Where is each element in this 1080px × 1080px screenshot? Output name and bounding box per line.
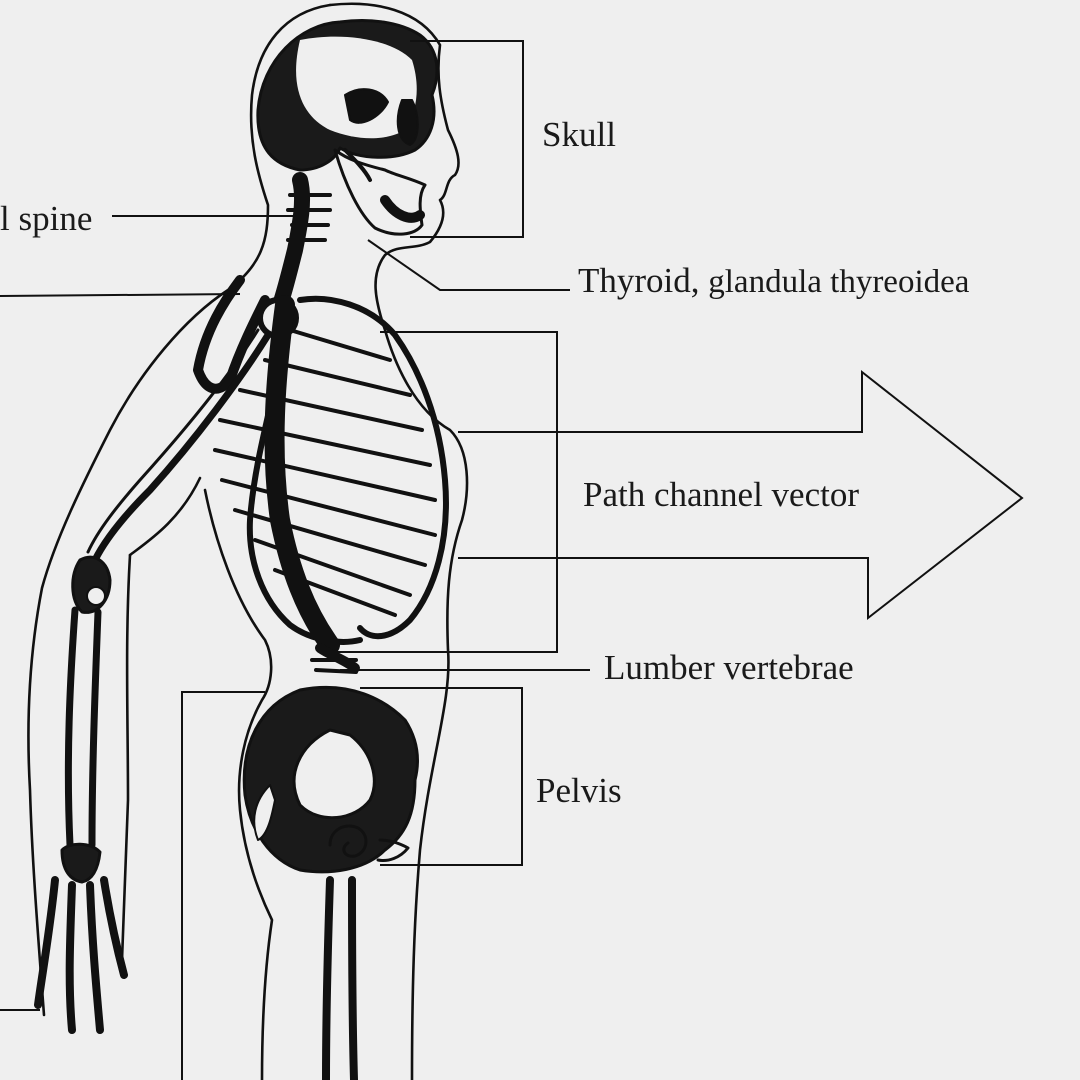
pelvis-label: Pelvis <box>536 771 622 810</box>
pelvis-bracket <box>360 687 523 866</box>
ribcage-bracket <box>330 331 558 653</box>
leader-lines <box>0 40 590 1080</box>
thyroid-label: Thyroid, glandula thyreoidea <box>578 263 969 299</box>
lumbar-label: Lumber vertebrae <box>604 648 854 687</box>
skull-bracket <box>410 40 524 238</box>
thyroid-label-main: Thyroid, <box>578 261 700 300</box>
cervical-spine-label: l spine <box>0 199 93 238</box>
path-vector-label: Path channel vector <box>583 475 860 514</box>
path-channel-arrow <box>458 369 1024 621</box>
skeleton-bones <box>34 172 449 1080</box>
femur-bracket <box>181 691 265 1080</box>
skull-drawing <box>256 19 439 236</box>
thyroid-leader <box>367 239 570 291</box>
thyroid-label-latin: glandula thyreoidea <box>708 264 970 300</box>
skull-label: Skull <box>542 115 616 154</box>
shoulder-leader <box>0 293 241 297</box>
